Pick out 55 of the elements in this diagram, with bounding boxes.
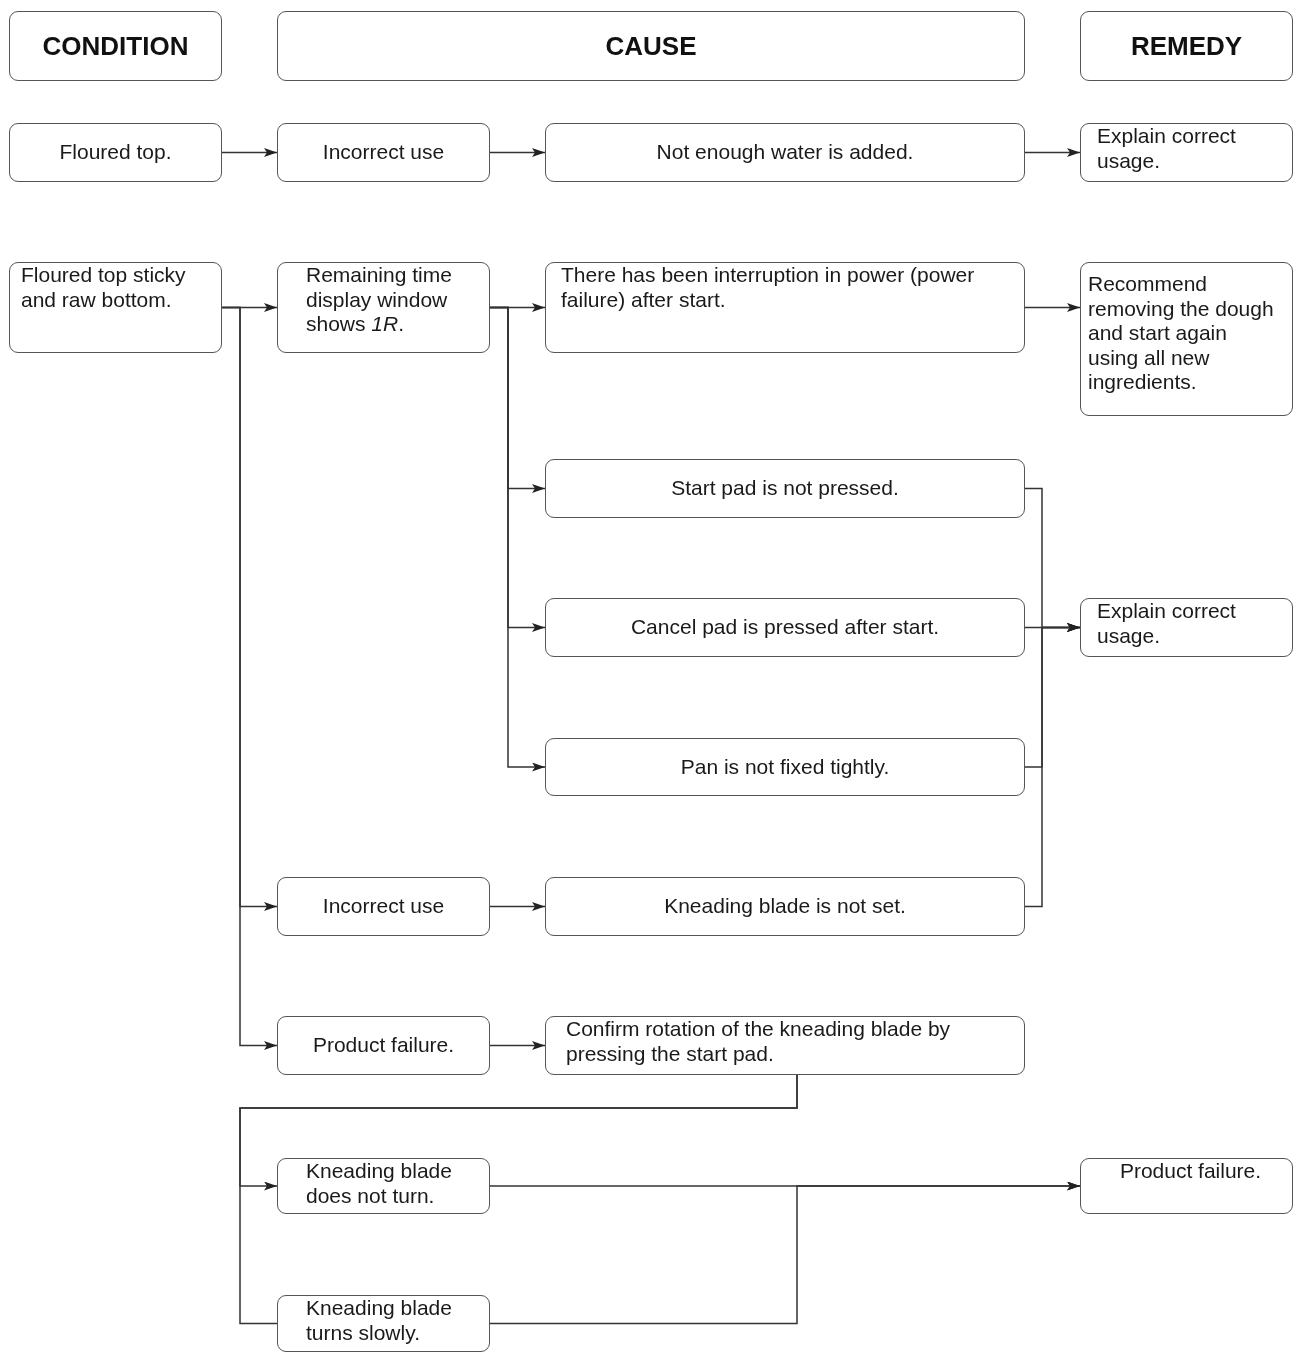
arrow xyxy=(489,1181,1081,1325)
step-text: Recommend removing the dough and start again using all new ingredients. xyxy=(1088,272,1275,395)
arrow xyxy=(489,148,546,157)
step-text: Kneading blade turns slowly. xyxy=(306,1296,453,1345)
step-text: Product failure. xyxy=(1119,1159,1262,1184)
header-box xyxy=(1080,11,1293,81)
arrow xyxy=(1024,303,1081,312)
process-box xyxy=(545,1016,1025,1075)
process-box xyxy=(545,459,1025,518)
step-text: Pan is not fixed tightly. xyxy=(680,754,890,780)
header-box xyxy=(9,11,222,81)
connector-line xyxy=(239,1074,798,1325)
step-text: Start pad is not pressed. xyxy=(671,476,899,501)
arrow xyxy=(1024,623,1081,908)
arrow xyxy=(1024,148,1081,157)
arrow xyxy=(221,306,278,1050)
step-text: Floured top sticky and raw bottom. xyxy=(21,263,187,312)
column-heading: REMEDY xyxy=(1130,31,1243,61)
process-box xyxy=(277,1295,490,1352)
arrow xyxy=(489,306,546,772)
column-heading: CONDITION xyxy=(42,31,189,61)
process-box xyxy=(545,123,1025,182)
step-text: Cancel pad is pressed after start. xyxy=(630,615,940,640)
step-text: Explain correct usage. xyxy=(1097,599,1237,648)
process-box xyxy=(545,598,1025,657)
process-box xyxy=(277,1158,490,1214)
step-text: Remaining time display window shows 1R. xyxy=(306,263,453,337)
process-box xyxy=(9,262,222,353)
step-text: Incorrect use xyxy=(322,140,445,165)
step-text: Product failure. xyxy=(312,1033,455,1058)
process-box xyxy=(277,262,490,353)
process-box xyxy=(277,1016,490,1075)
process-box xyxy=(545,877,1025,936)
process-box xyxy=(1080,1158,1293,1214)
step-text: Not enough water is added. xyxy=(656,140,914,165)
process-box xyxy=(9,123,222,182)
process-box xyxy=(1080,262,1293,416)
process-box xyxy=(545,262,1025,353)
process-box xyxy=(277,877,490,936)
arrow xyxy=(221,148,278,157)
process-box xyxy=(1080,598,1293,657)
step-text: Kneading blade is not set. xyxy=(664,894,906,919)
process-box xyxy=(545,738,1025,796)
header-box xyxy=(277,11,1025,81)
process-box xyxy=(1080,123,1293,182)
step-text: Kneading blade does not turn. xyxy=(306,1159,453,1208)
step-text: Incorrect use xyxy=(322,894,445,919)
arrow xyxy=(489,902,546,911)
arrow xyxy=(489,1041,546,1050)
step-text: Floured top. xyxy=(59,140,172,165)
column-heading: CAUSE xyxy=(605,31,697,61)
step-text: Explain correct usage. xyxy=(1097,124,1237,173)
step-text: There has been interruption in power (power failure) after start. xyxy=(561,263,976,312)
step-text: Confirm rotation of the kneading blade by pressing the start pad. xyxy=(566,1017,952,1066)
process-box xyxy=(277,123,490,182)
